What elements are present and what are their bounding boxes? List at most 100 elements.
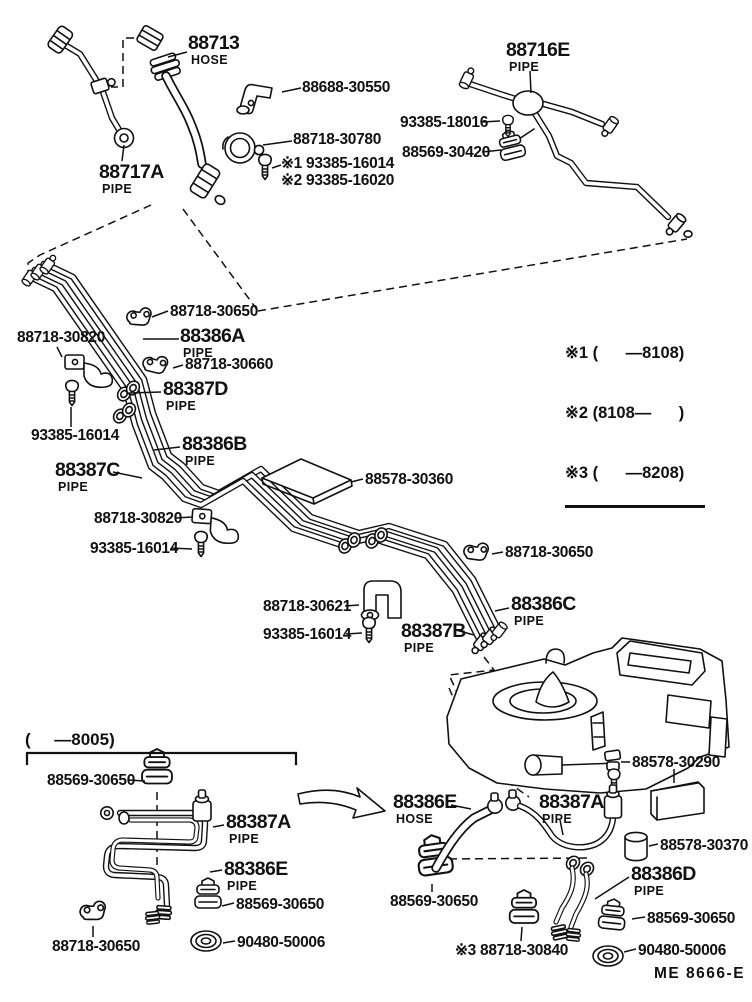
part-label-90480-50006: 90480-50006 (237, 934, 326, 952)
part-label-93385-16014: 93385-16014 (263, 626, 352, 644)
screw-93385-16014-icon (194, 530, 208, 558)
inset-assembly (25, 748, 298, 952)
part-number: 88718-30820 (17, 329, 106, 346)
part-label-88578-30360: 88578-30360 (365, 471, 454, 489)
part-number: 88718-30621 (263, 598, 352, 615)
part-number: 88386D (631, 863, 696, 885)
part-number: 88718-30650 (170, 303, 259, 320)
pipe-bundle-main (20, 252, 510, 657)
part-number: 88718-30650 (505, 544, 594, 561)
part-label-88688-30550: 88688-30550 (302, 79, 390, 97)
part-label-93385-16014: 93385-16014 (90, 540, 179, 558)
part-number: 88386C (511, 593, 576, 615)
part-number: 88569-30650 (390, 893, 479, 910)
part-label-93385-16020: ※2 93385-16020 (281, 172, 395, 190)
part-number: 88718-30780 (293, 131, 382, 148)
part-subtype: PIPE (514, 614, 545, 629)
legend-row: ※2 (8108— ) (565, 404, 685, 422)
pipe-88716e (457, 65, 693, 239)
hvac-unit (446, 637, 730, 794)
part-number: 90480-50006 (237, 934, 326, 951)
part-label-88718-30621: 88718-30621 (263, 598, 352, 616)
part-number: 88569-30650 (47, 772, 136, 789)
part-number: 88569-30650 (236, 896, 325, 913)
part-label-88718-30820: 88718-30820 (94, 510, 183, 528)
clamp-88718-30660-icon (142, 355, 169, 375)
part-number: 88386E (224, 858, 288, 880)
transfer-arrow-icon (297, 787, 386, 819)
part-number: 88569-30420 (402, 144, 491, 161)
part-label-88718-30780: 88718-30780 (293, 131, 382, 149)
part-number: ※3 88718-30840 (455, 942, 569, 959)
part-number: 88387C (55, 459, 120, 481)
part-label-93385-16014: ※1 93385-16014 (281, 155, 395, 173)
part-number: 88387A (226, 811, 291, 833)
part-subtype: PIPE (542, 812, 573, 827)
screw-93385-16014-icon (65, 379, 79, 407)
part-number: 88718-30650 (52, 938, 141, 955)
clamp-88718-30650-icon (124, 306, 154, 329)
part-label-88569-30420: 88569-30420 (402, 144, 491, 162)
part-label-88578-30370: 88578-30370 (660, 837, 749, 855)
part-label-88718-30840: ※3 88718-30840 (455, 942, 569, 960)
part-number: 93385-16014 (31, 427, 120, 444)
part-label-88569-30650: 88569-30650 (47, 772, 136, 790)
part-label-88718-30650: 88718-30650 (52, 938, 141, 956)
legend-row: ※3 ( —8208) (565, 464, 685, 482)
part-number: 88578-30290 (632, 754, 721, 771)
part-subtype: PIPE (509, 60, 540, 75)
part-number: 93385-16014 (90, 540, 179, 557)
part-label-93385-16014: 93385-16014 (31, 427, 120, 445)
part-subtype: HOSE (191, 53, 229, 68)
bracket-88718-30621-icon (360, 580, 402, 621)
part-subtype: HOSE (396, 812, 434, 827)
part-label-93385-18016: 93385-18016 (400, 114, 489, 132)
valve-88578-30290 (603, 749, 622, 794)
part-number: 88713 (188, 32, 240, 54)
pipe-88717a (47, 25, 135, 149)
part-number: 88718-30660 (185, 356, 274, 373)
clamp-88718-30780 (222, 132, 265, 164)
clamp-88718-30650-icon (462, 541, 491, 563)
part-number: 88578-30360 (365, 471, 454, 488)
part-label-88718-30660: 88718-30660 (185, 356, 274, 374)
part-label-88569-30650: 88569-30650 (236, 896, 325, 914)
part-label-88569-30650: 88569-30650 (390, 893, 479, 911)
part-label-90480-50006: 90480-50006 (638, 942, 726, 960)
part-subtype: PIPE (183, 346, 214, 361)
part-number: 88718-30820 (94, 510, 183, 527)
legend-row: ※1 ( —8108) (565, 344, 685, 362)
part-number: 88387D (163, 378, 228, 400)
screw-93385-16014-icon (257, 153, 273, 181)
bracket-88688-30550 (236, 83, 273, 115)
part-label-88718-30650: 88718-30650 (170, 303, 259, 321)
current-assembly (413, 784, 648, 967)
part-number: 88387B (401, 620, 466, 642)
part-number: ※2 93385-16020 (281, 172, 395, 189)
inset-range-header: ( —8005) (25, 730, 115, 749)
part-subtype: PIPE (185, 454, 216, 469)
clamp-88569-30420 (494, 126, 535, 162)
part-number: 93385-18016 (400, 114, 489, 131)
part-number: 88386A (180, 325, 245, 347)
part-number: 88578-30370 (660, 837, 749, 854)
part-label-88569-30650: 88569-30650 (647, 910, 736, 928)
part-number: 93385-16014 (263, 626, 352, 643)
part-subtype: PIPE (229, 832, 260, 847)
part-subtype: PIPE (634, 884, 665, 899)
part-number: ※1 93385-16014 (281, 155, 395, 172)
part-number: 88569-30650 (647, 910, 736, 927)
leader-lines (56, 51, 675, 953)
part-label-88718-30650: 88718-30650 (505, 544, 594, 562)
